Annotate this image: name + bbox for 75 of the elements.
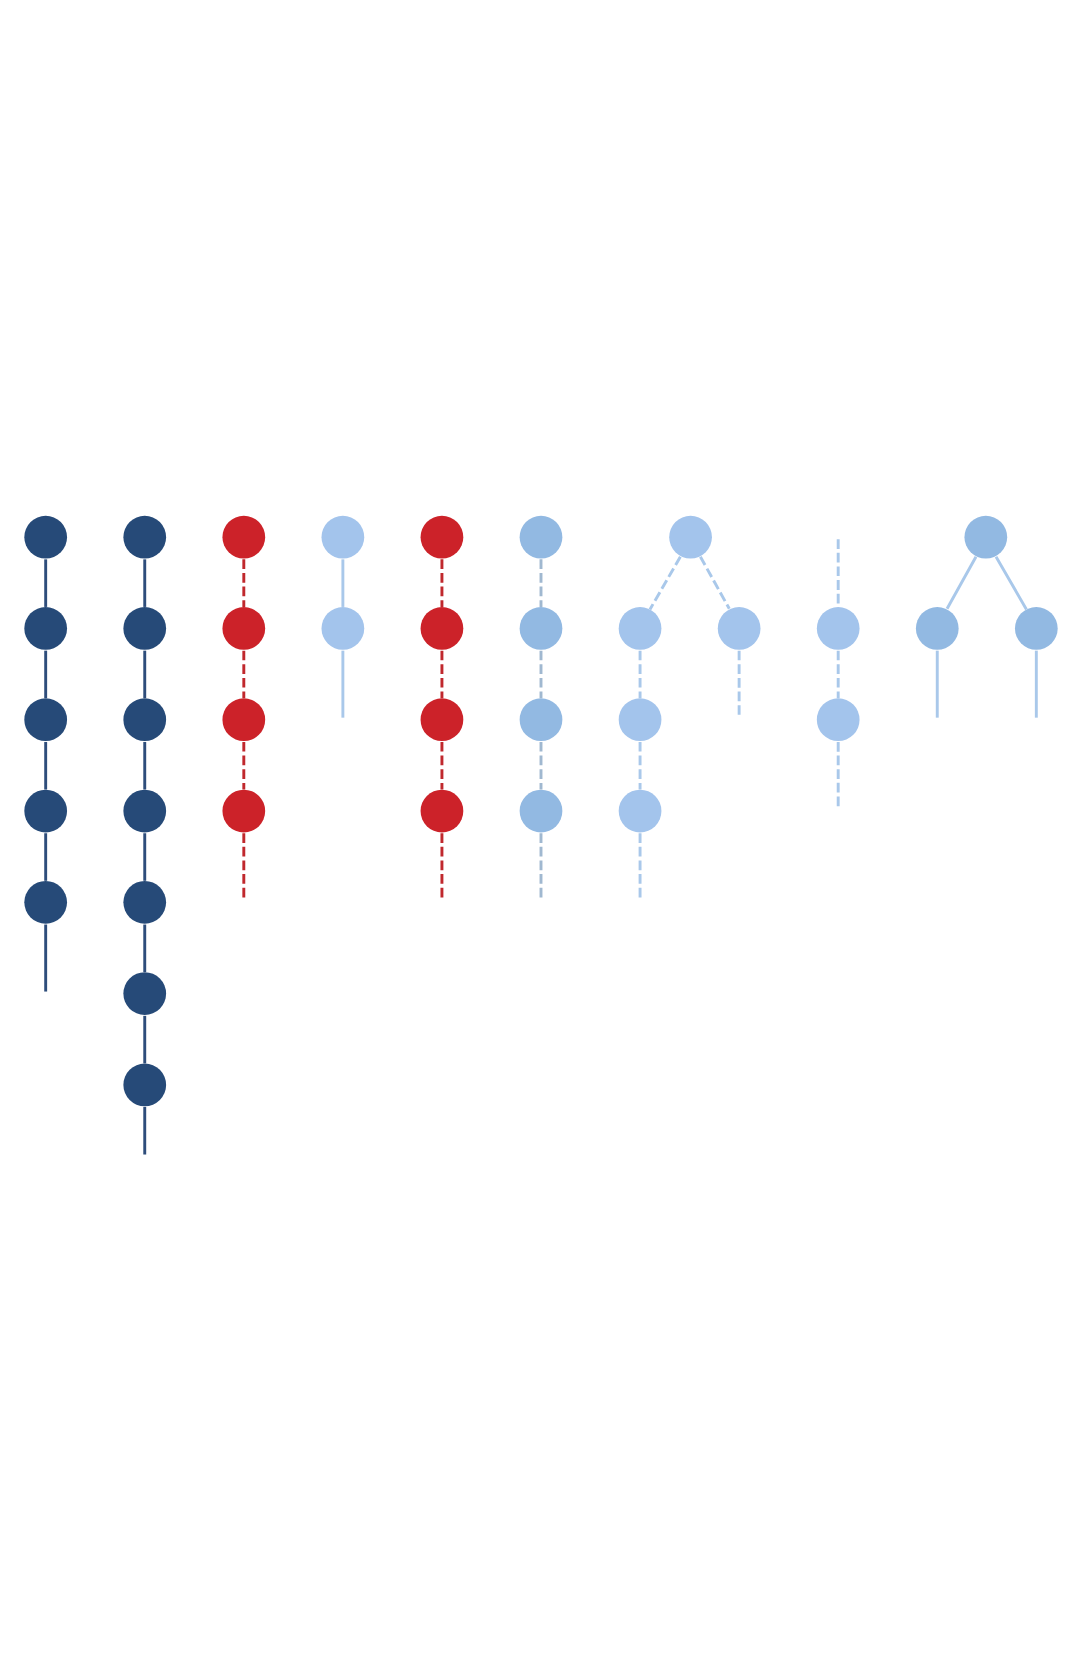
connector [341,650,345,718]
connector [539,650,543,699]
node-circle [123,607,167,650]
node-circle [24,515,68,559]
node-circle [1014,607,1058,650]
node-circle [222,698,266,742]
node-circle [519,607,563,650]
connector [539,833,543,901]
node-circle [816,607,860,650]
node-circle [123,1063,167,1107]
node-circle [420,515,464,559]
connector [44,833,48,881]
node-circle [964,515,1008,559]
connector [242,833,246,901]
node-circle [618,789,662,833]
connector [836,650,840,699]
node-circle [420,789,464,833]
connector [994,556,1028,611]
connector [143,650,147,699]
connector [44,741,48,790]
connector [143,559,147,607]
connector [648,556,682,611]
connector [242,741,246,790]
connector [945,556,978,610]
connector [440,833,444,901]
connector [1034,650,1038,718]
node-circle [519,789,563,833]
connector [737,650,741,718]
node-circle [618,607,662,650]
connector [440,741,444,790]
connector [699,556,731,610]
node-circle [669,515,712,559]
connector [935,650,939,718]
node-circle [123,789,167,833]
connector [638,650,642,699]
node-circle [519,698,563,742]
node-circle [24,789,68,833]
node-circle [222,789,266,833]
connector [242,650,246,699]
node-circle [519,515,563,559]
connector [638,833,642,901]
connector [539,559,543,607]
node-circle [618,698,662,742]
connector [143,1015,147,1064]
connector [143,1106,147,1155]
node-circle [420,698,464,742]
connector [44,650,48,699]
connector [539,741,543,790]
node-circle [717,607,761,650]
connector [44,924,48,992]
connector [242,559,246,607]
node-circle [123,972,167,1015]
node-circle [24,698,68,742]
node-circle [816,698,860,742]
node-circle [24,607,68,650]
connector [638,741,642,790]
connector [836,741,840,809]
node-circle [321,515,365,559]
node-circle [420,607,464,650]
node-circle [24,880,68,924]
node-circle [222,607,266,650]
node-circle [915,607,959,650]
node-circle [123,698,167,742]
connector [143,924,147,973]
connector [44,559,48,607]
connector [836,539,840,607]
node-circle [123,880,167,924]
connector [440,559,444,607]
connector [341,559,345,607]
connector [440,650,444,699]
connector [143,833,147,881]
node-circle [222,515,266,559]
node-circle [321,607,365,650]
connector [143,741,147,790]
node-circle [123,515,167,559]
